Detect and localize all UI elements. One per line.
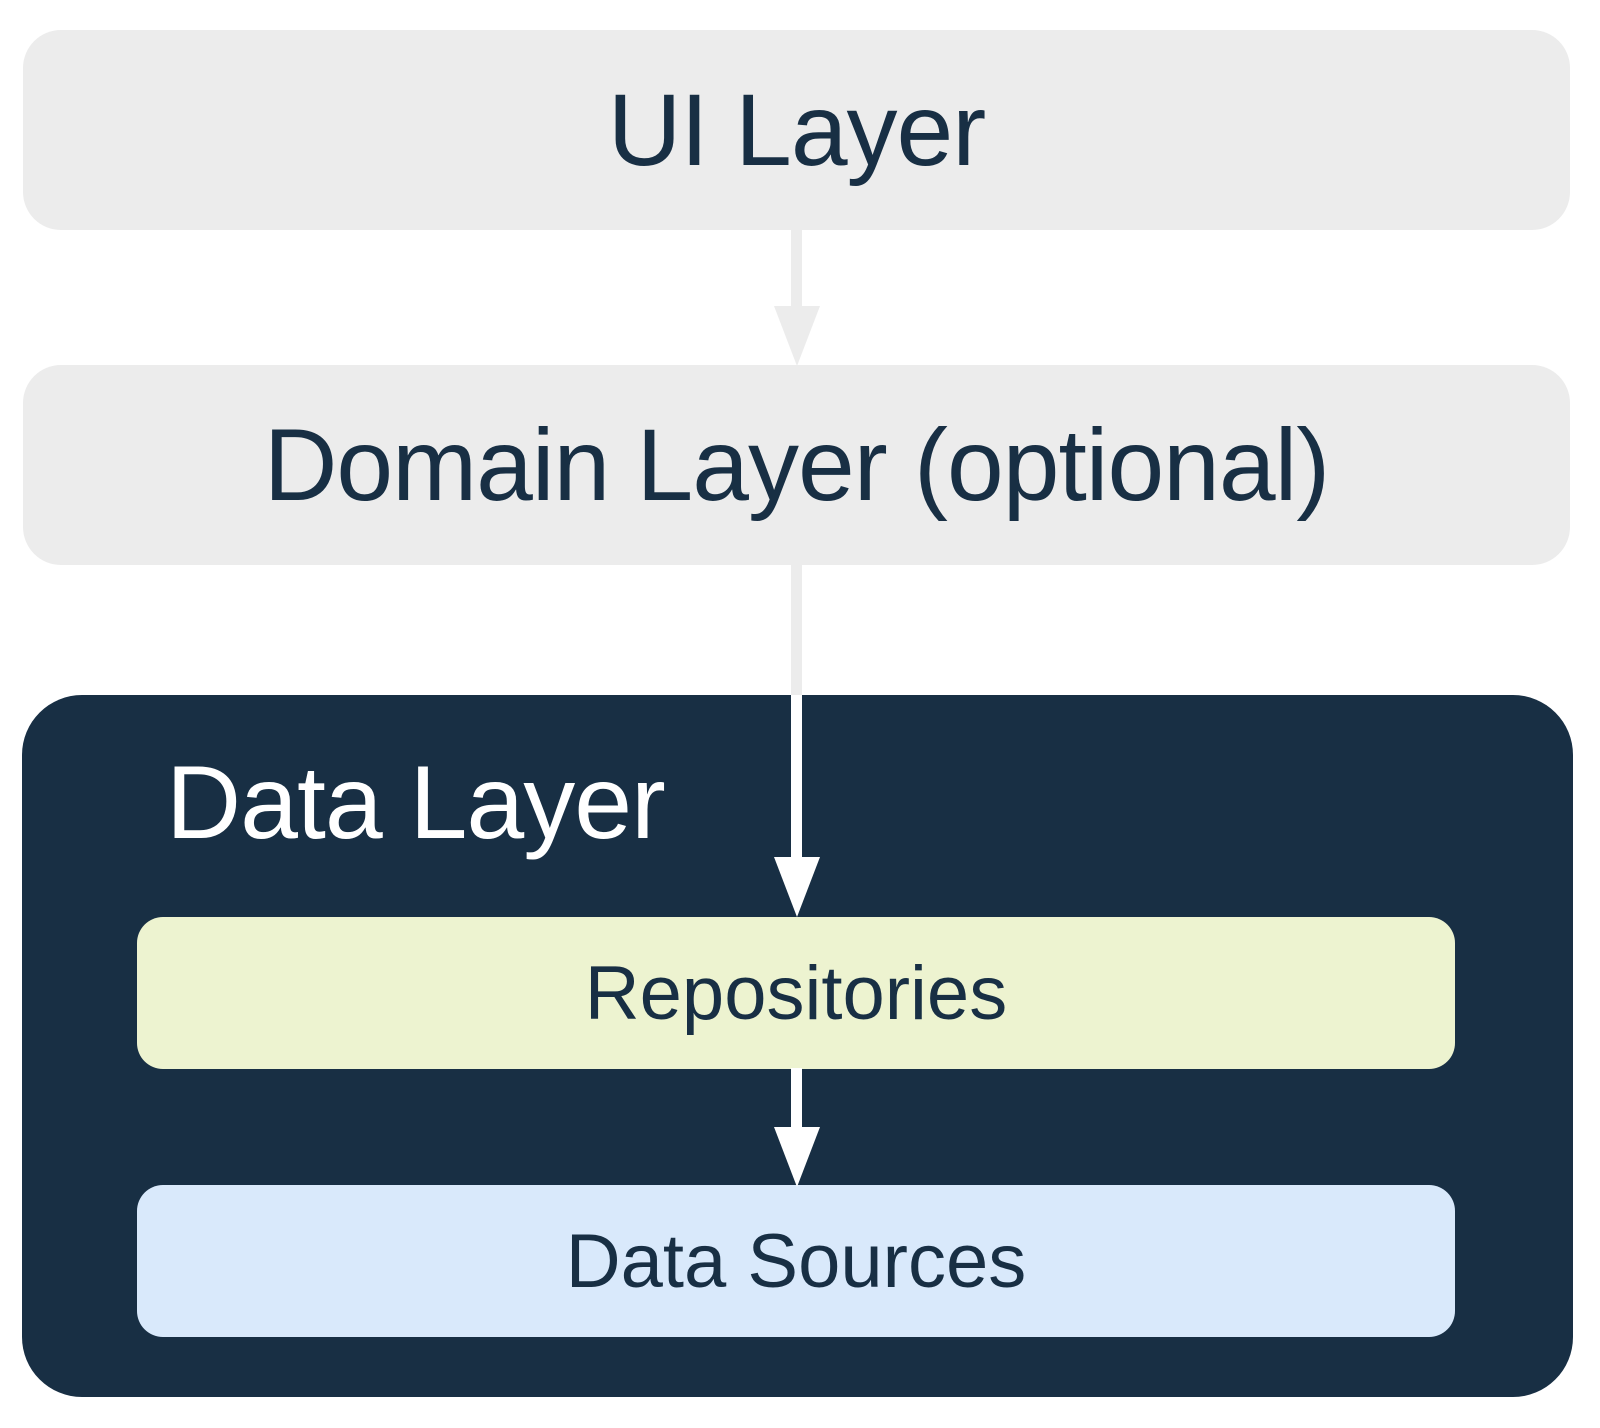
data-layer-label: Data Layer <box>166 745 666 861</box>
data-sources-box: Data Sources <box>137 1185 1455 1337</box>
repositories-box: Repositories <box>137 917 1455 1069</box>
arrow-domain-to-repositories-stem-upper <box>791 565 802 696</box>
arrow-domain-to-repositories-head-icon <box>774 857 820 917</box>
arrow-ui-to-domain-stem <box>791 230 802 307</box>
arrow-repositories-to-data-sources-stem <box>791 1068 802 1128</box>
ui-layer-box: UI Layer <box>23 30 1570 230</box>
repositories-label: Repositories <box>584 950 1008 1036</box>
arrow-ui-to-domain-head-icon <box>774 306 820 366</box>
data-sources-label: Data Sources <box>565 1218 1027 1304</box>
arrow-domain-to-repositories-stem-lower <box>791 695 802 859</box>
arrow-repositories-to-data-sources-head-icon <box>774 1127 820 1187</box>
ui-layer-label: UI Layer <box>607 72 986 187</box>
domain-layer-box: Domain Layer (optional) <box>23 365 1570 565</box>
domain-layer-label: Domain Layer (optional) <box>263 407 1331 522</box>
